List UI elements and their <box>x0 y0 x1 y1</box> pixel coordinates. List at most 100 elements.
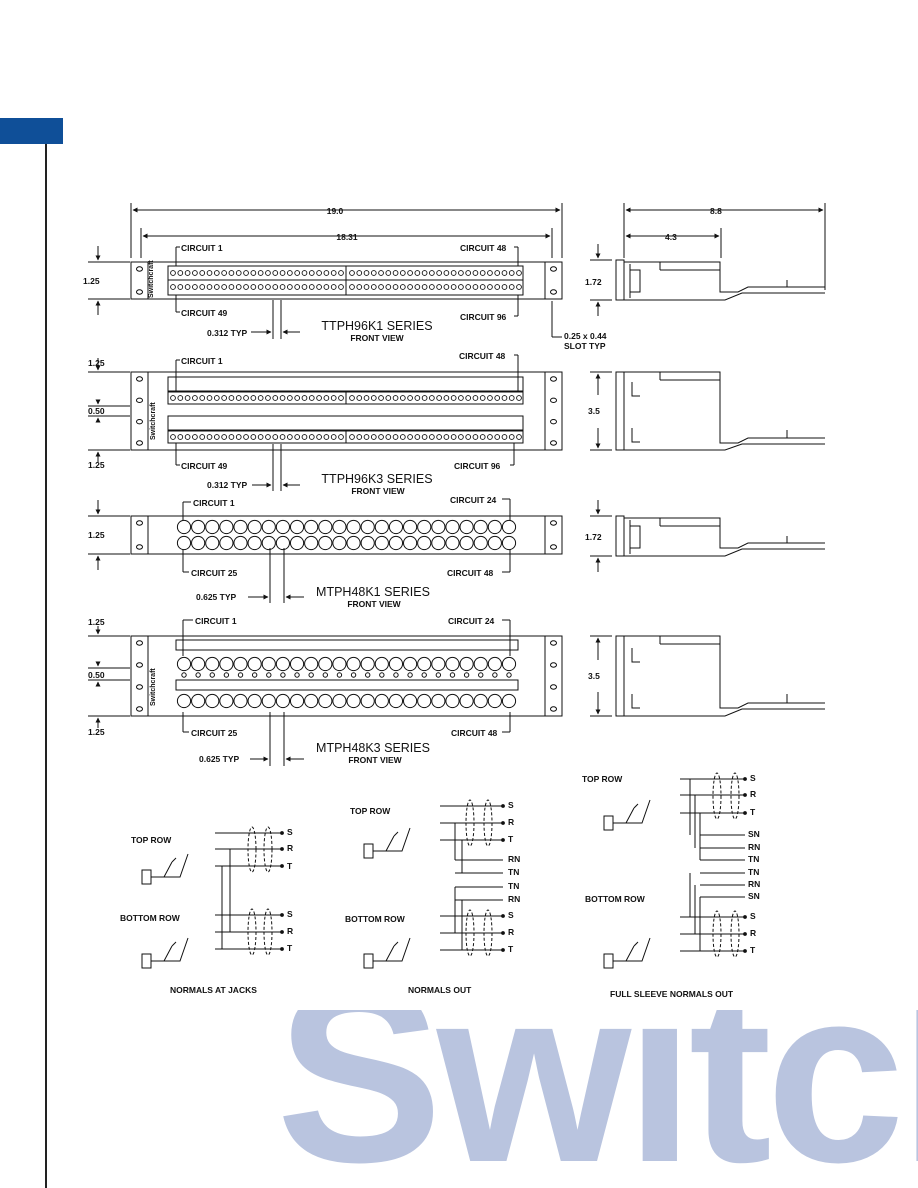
dim-depth: 8.8 <box>710 206 722 216</box>
jack <box>459 693 474 709</box>
jack <box>436 395 442 401</box>
jack <box>494 284 501 290</box>
slot-label-2: SLOT TYP <box>564 341 606 351</box>
jack <box>243 284 249 290</box>
brand-logo: Switchcraft <box>150 402 157 440</box>
jack <box>370 434 377 440</box>
jack <box>170 395 176 401</box>
sch3-bot-term-3: T <box>750 945 756 955</box>
mounting-hole <box>136 289 143 295</box>
circuit-label-bl: CIRCUIT 25 <box>191 728 238 738</box>
jack <box>304 656 319 672</box>
jack <box>392 270 399 276</box>
panel-ttph96k3-labels: 1.25 0.50 1.25 CIRCUIT 1 CIRCUIT 48 CIRC… <box>88 351 506 496</box>
jack <box>323 284 330 290</box>
mounting-hole <box>136 640 143 646</box>
circuit-label-tr: CIRCUIT 24 <box>450 495 497 505</box>
spring <box>171 941 177 947</box>
jack <box>213 270 220 276</box>
jack <box>450 434 457 440</box>
mounting-hole <box>136 440 143 446</box>
jack <box>221 395 227 401</box>
cable-bundle <box>263 908 273 956</box>
circuit-label-tr: CIRCUIT 48 <box>460 243 507 253</box>
panel-mtph48k1-leaders <box>182 498 511 603</box>
brand-logo: Switchcraft <box>148 260 155 298</box>
jack <box>429 284 435 290</box>
circuit-label-br: CIRCUIT 96 <box>454 461 501 471</box>
jack <box>363 270 370 276</box>
terminal <box>743 811 747 815</box>
jack <box>257 395 264 401</box>
jack <box>399 395 406 401</box>
jack <box>228 434 235 440</box>
jack <box>250 395 257 401</box>
sch3-mid-term-4: TN <box>748 867 759 877</box>
jack <box>487 656 502 672</box>
plug-body <box>141 953 152 969</box>
jack <box>261 656 276 672</box>
pitch-label: 0.312 TYP <box>207 328 247 338</box>
jack <box>487 535 502 551</box>
jack <box>338 434 344 440</box>
jack <box>243 270 249 276</box>
normal-dot <box>463 672 470 678</box>
jack <box>199 284 206 290</box>
jack <box>257 434 264 440</box>
jack <box>219 535 234 551</box>
jack <box>191 656 206 672</box>
mounting-hole <box>550 397 557 404</box>
jack <box>228 270 235 276</box>
sch1-caption: NORMALS AT JACKS <box>170 985 257 995</box>
jack <box>177 434 184 440</box>
jack <box>431 656 446 672</box>
circuit-label-bl: CIRCUIT 25 <box>191 568 238 578</box>
jack <box>459 656 474 672</box>
jack <box>332 656 347 672</box>
jack-row-ttph96k1 <box>170 270 522 290</box>
mounting-hole <box>550 544 557 550</box>
jack <box>388 535 404 551</box>
mounting-hole <box>550 266 557 272</box>
mounting-hole <box>136 520 143 526</box>
jack-row-mtph48k3 <box>176 656 517 709</box>
jack <box>374 535 389 551</box>
mounting-hole <box>136 397 143 404</box>
jack <box>421 434 428 440</box>
jack-contact <box>613 807 635 824</box>
sch2-mid-term-3: TN <box>508 881 519 891</box>
jack <box>206 270 213 276</box>
jack <box>414 270 421 276</box>
jack-row-mtph48k1 <box>176 519 517 551</box>
jack <box>221 434 227 440</box>
sch2-bottom-row: BOTTOM ROW <box>345 914 406 924</box>
jack <box>316 270 322 276</box>
jack <box>508 395 515 401</box>
dim-side-height: 3.5 <box>588 406 600 416</box>
jack <box>279 395 286 401</box>
jack <box>407 434 413 440</box>
jack <box>516 284 522 290</box>
plug-body <box>363 953 374 969</box>
jack <box>516 395 522 401</box>
cable-bundle <box>483 909 493 957</box>
jack <box>349 284 355 290</box>
sch3-mid-term-2: RN <box>748 842 760 852</box>
jack <box>279 434 286 440</box>
jack <box>233 693 248 709</box>
normal-wire <box>689 779 701 951</box>
jack <box>431 519 446 535</box>
jack <box>191 519 206 535</box>
dim-left-2: 0.50 <box>88 670 105 680</box>
sch2-top-term-2: R <box>508 817 514 827</box>
jack <box>192 284 198 290</box>
jack <box>191 535 206 551</box>
sch2-top-row: TOP ROW <box>350 806 391 816</box>
jack <box>247 519 262 535</box>
jack <box>213 284 220 290</box>
jack <box>235 270 242 276</box>
jack <box>417 519 432 535</box>
terminal <box>743 915 747 919</box>
jack <box>356 270 363 276</box>
jack <box>184 395 191 401</box>
